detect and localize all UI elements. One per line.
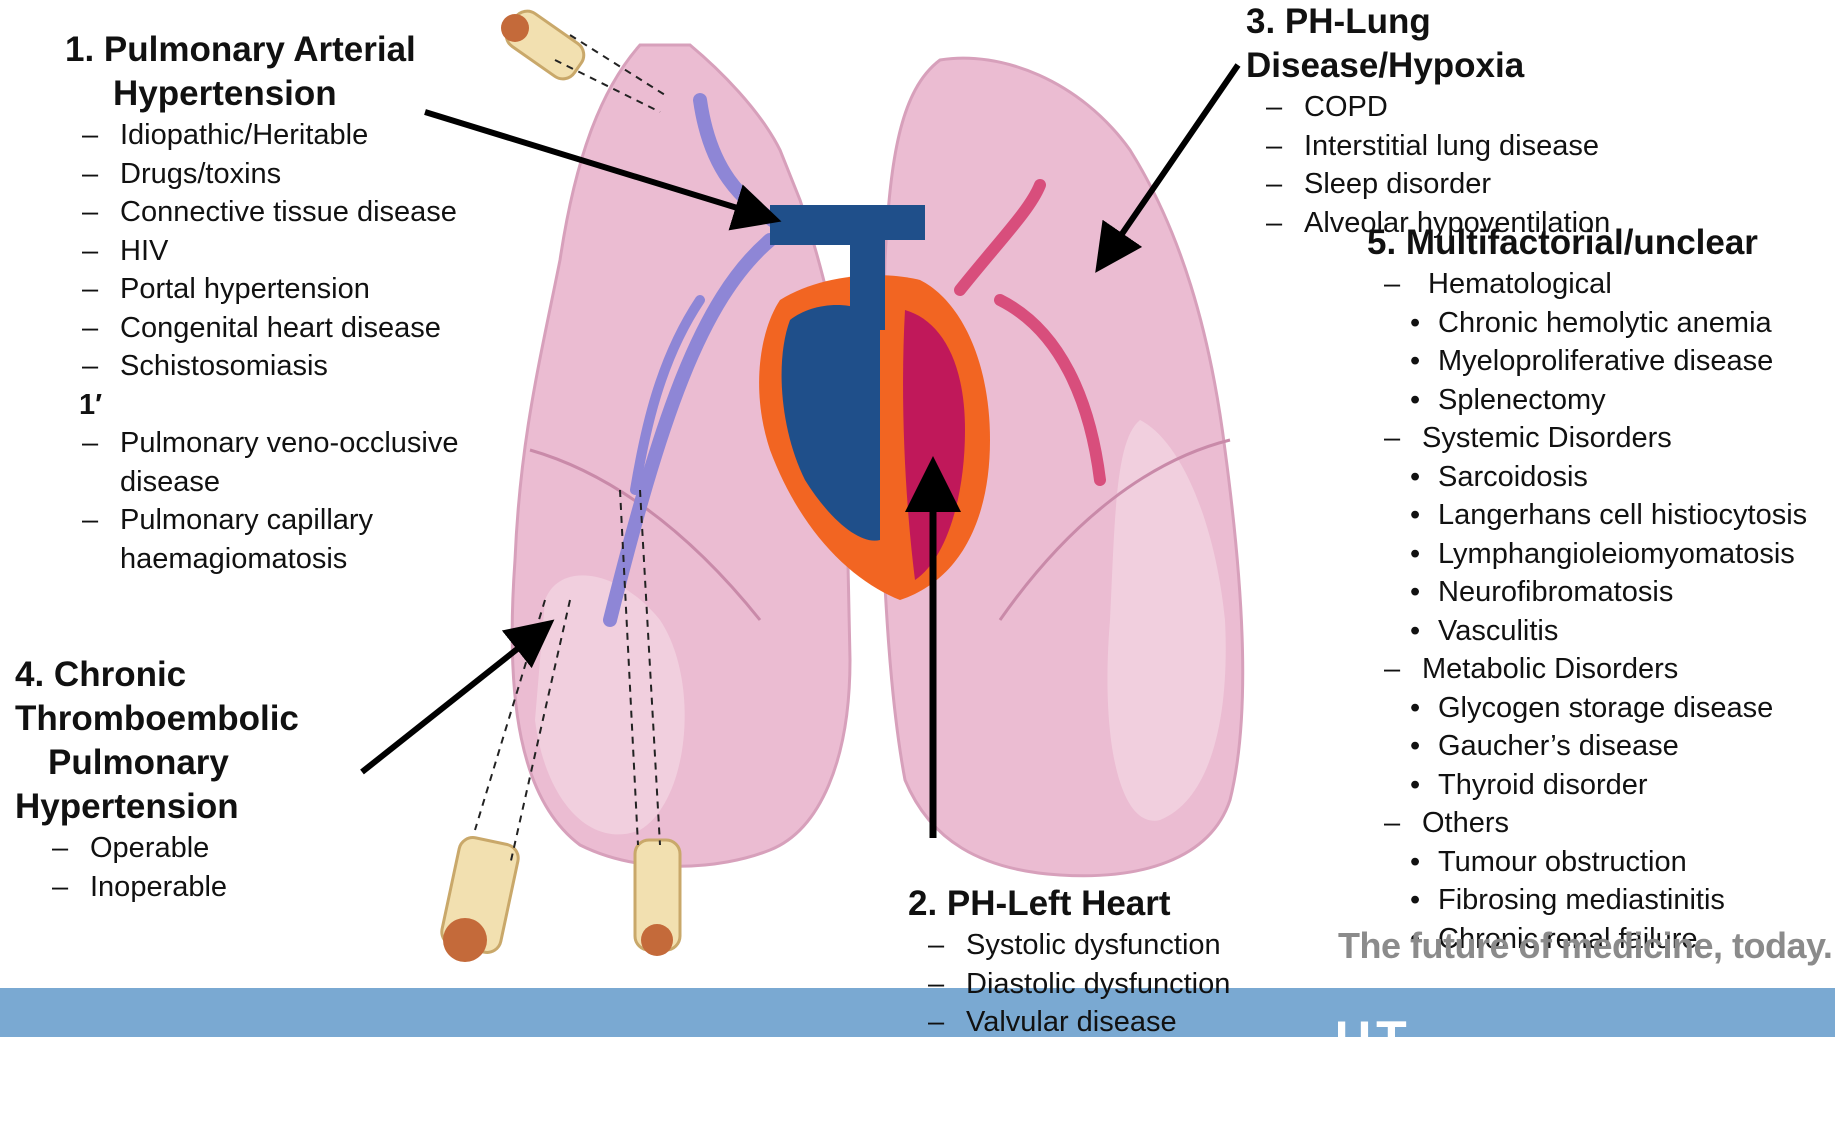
list-item: Schistosomiasis <box>82 347 485 386</box>
group-1-title-line1: 1. Pulmonary Arterial <box>65 28 485 72</box>
list-item: Drugs/toxins <box>82 155 485 194</box>
list-item: Pulmonary capillary haemagiomatosis <box>82 501 482 578</box>
list-item: Pulmonary veno-occlusive disease <box>82 424 482 501</box>
group-5-hematological-list: Chronic hemolytic anemia Myeloproliferat… <box>1406 304 1833 420</box>
list-item: Vasculitis <box>1406 612 1833 651</box>
group-3-title-line2: Disease/Hypoxia <box>1246 44 1666 88</box>
list-item: Langerhans cell histiocytosis <box>1406 496 1833 535</box>
list-item: Systemic Disorders <box>1384 419 1833 458</box>
group-4-title-line4: Hypertension <box>15 785 315 829</box>
group-1-title-line2: Hypertension <box>65 72 485 116</box>
list-item: Thyroid disorder <box>1406 766 1833 805</box>
group-5-metabolic-heading: Metabolic Disorders <box>1384 650 1833 689</box>
list-item: Metabolic Disorders <box>1384 650 1833 689</box>
group-5-others-heading: Others <box>1384 804 1833 843</box>
list-item: COPD <box>1266 88 1666 127</box>
list-item: Lymphangioleiomyomatosis <box>1406 535 1833 574</box>
list-item: HIV <box>82 232 485 271</box>
list-item: Operable <box>52 829 315 868</box>
group-5-metabolic-list: Glycogen storage disease Gaucher’s disea… <box>1406 689 1833 805</box>
group-1-pah: 1. Pulmonary Arterial Hypertension Idiop… <box>65 28 485 578</box>
list-item: Neurofibromatosis <box>1406 573 1833 612</box>
list-item: Diastolic dysfunction <box>928 965 1268 1004</box>
list-item: Portal hypertension <box>82 270 485 309</box>
list-item: Splenectomy <box>1406 381 1833 420</box>
group-4-title-line2: Thromboembolic <box>15 697 315 741</box>
list-item: Valvular disease <box>928 1003 1268 1042</box>
footer-tagline: The future of medicine, today. <box>1338 925 1832 967</box>
group-5-systemic-heading: Systemic Disorders <box>1384 419 1833 458</box>
list-item: Fibrosing mediastinitis <box>1406 881 1833 920</box>
list-item: Congenital heart disease <box>82 309 485 348</box>
group-3-title-line1: 3. PH-Lung <box>1246 0 1666 44</box>
group-1-prime-list: Pulmonary veno-occlusive disease Pulmona… <box>82 424 482 578</box>
vessel-section-bottom-left <box>439 835 521 962</box>
group-1-prime-label: 1′ <box>79 386 485 425</box>
list-item: Gaucher’s disease <box>1406 727 1833 766</box>
group-4-title-line3: Pulmonary <box>15 741 315 785</box>
list-item: Others <box>1384 804 1833 843</box>
group-5-systemic-list: Sarcoidosis Langerhans cell histiocytosi… <box>1406 458 1833 651</box>
list-item: Interstitial lung disease <box>1266 127 1666 166</box>
group-5-title: 5. Multifactorial/unclear <box>1367 221 1833 265</box>
list-item: Systolic dysfunction <box>928 926 1268 965</box>
list-item: Myeloproliferative disease <box>1406 342 1833 381</box>
list-item: Chronic hemolytic anemia <box>1406 304 1833 343</box>
group-4-list: Operable Inoperable <box>52 829 315 906</box>
list-item: Connective tissue disease <box>82 193 485 232</box>
brand-logo: UT SOUTHWESTERN <box>1335 1010 1835 1126</box>
group-1-list: Idiopathic/Heritable Drugs/toxins Connec… <box>82 116 485 386</box>
vessel-section-top <box>501 6 589 85</box>
group-2-left-heart: 2. PH-Left Heart Systolic dysfunction Di… <box>908 882 1268 1042</box>
group-3-list: COPD Interstitial lung disease Sleep dis… <box>1266 88 1666 242</box>
group-5-hematological-heading: Hematological <box>1384 265 1833 304</box>
list-item: Glycogen storage disease <box>1406 689 1833 728</box>
vessel-section-bottom-right <box>635 840 680 956</box>
list-item: Tumour obstruction <box>1406 843 1833 882</box>
list-item: Hematological <box>1384 265 1833 304</box>
list-item: Inoperable <box>52 868 315 907</box>
group-2-title: 2. PH-Left Heart <box>908 882 1268 926</box>
list-item: Idiopathic/Heritable <box>82 116 485 155</box>
group-2-list: Systolic dysfunction Diastolic dysfuncti… <box>928 926 1268 1042</box>
group-3-lung-disease: 3. PH-Lung Disease/Hypoxia COPD Intersti… <box>1246 0 1666 242</box>
list-item: Sleep disorder <box>1266 165 1666 204</box>
list-item: Sarcoidosis <box>1406 458 1833 497</box>
group-4-cteph: 4. Chronic Thromboembolic Pulmonary Hype… <box>15 653 315 906</box>
group-5-multifactorial: 5. Multifactorial/unclear Hematological … <box>1367 221 1833 958</box>
group-4-title-line1: 4. Chronic <box>15 653 315 697</box>
